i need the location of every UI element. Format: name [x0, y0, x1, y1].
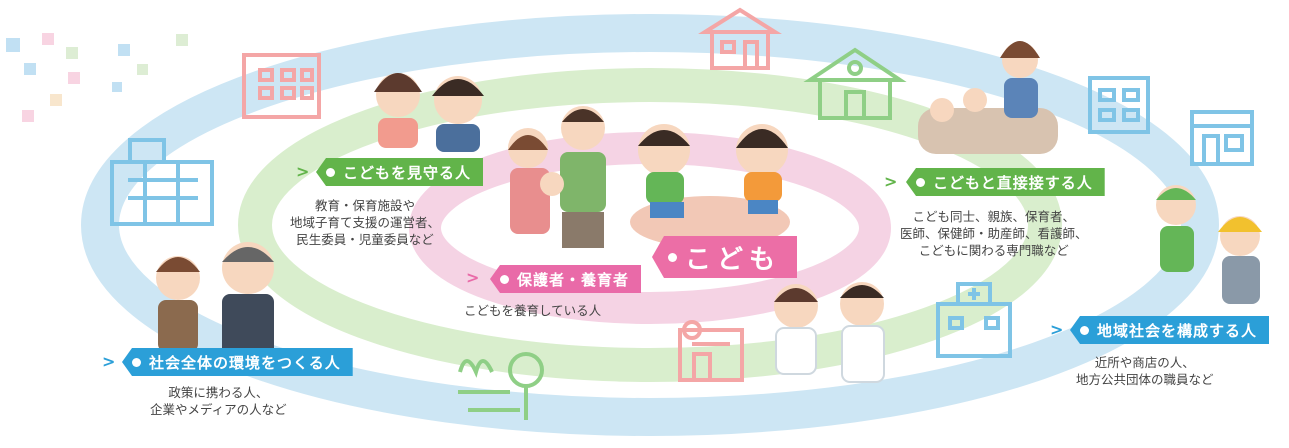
school-building-icon	[110, 138, 214, 226]
doctor-nurse-illustration	[774, 282, 885, 383]
parents-illustration	[508, 106, 606, 248]
office-building-icon	[242, 53, 321, 119]
tag-direct-label: こどもと直接接する人	[933, 173, 1093, 192]
tag-hole	[132, 357, 141, 367]
hospital-icon	[936, 282, 1012, 358]
caregiver-illustration	[918, 41, 1058, 154]
tag-guardian: 保護者・養育者	[490, 265, 642, 293]
community-arrow-icon: >	[1050, 320, 1064, 339]
park-tree-icon	[458, 352, 544, 420]
tag-hole	[1080, 325, 1089, 335]
kindergarten-icon	[803, 47, 907, 120]
business-people-illustration	[156, 73, 484, 356]
pharmacy-icon	[678, 320, 744, 382]
tag-society-label: 社会全体の環境をつくる人	[149, 353, 341, 372]
decor-squares	[6, 33, 188, 122]
desc-community: 近所や商店の人、 地方公共団体の職員など	[1076, 354, 1214, 388]
desc-line: 民生委員・児童委員など	[296, 232, 434, 247]
children-illustration	[630, 124, 790, 248]
desc-guardian: こどもを養育している人	[464, 302, 601, 319]
desc-line: こども同士、親族、保育者、	[912, 209, 1076, 224]
desc-line: 医師、保健師・助産師、看護師、	[900, 226, 1088, 241]
shop-icon	[1190, 110, 1254, 166]
tag-direct: こどもと直接接する人	[906, 168, 1105, 196]
house-icon	[698, 7, 782, 70]
desc-watch: 教育・保育施設や 地域子育て支援の運営者、 民生委員・児童委員など	[290, 197, 440, 248]
outer-ring	[81, 14, 1219, 436]
desc-line: 政策に携わる人、	[168, 385, 269, 400]
tag-society: 社会全体の環境をつくる人	[122, 348, 353, 376]
shopkeeper-worker-illustration	[1156, 185, 1262, 304]
tag-community: 地域社会を構成する人	[1070, 316, 1270, 344]
tag-community-label: 地域社会を構成する人	[1097, 321, 1258, 340]
desc-direct: こども同士、親族、保育者、 医師、保健師・助産師、看護師、 こどもに関わる専門職…	[900, 208, 1088, 259]
guardian-arrow-icon: >	[466, 268, 480, 287]
desc-line: 教育・保育施設や	[315, 198, 416, 213]
desc-line: 近所や商店の人、	[1094, 355, 1195, 370]
desc-line: 地域子育て支援の運営者、	[290, 215, 441, 230]
watch-arrow-icon: >	[296, 162, 310, 181]
desc-line: 企業やメディアの人など	[150, 402, 287, 417]
tag-watch-label: こどもを見守る人	[343, 163, 472, 182]
desc-society: 政策に携わる人、 企業やメディアの人など	[150, 384, 287, 418]
desc-line: 地方公共団体の職員など	[1076, 372, 1214, 387]
desc-line: こどもを養育している人	[464, 303, 602, 318]
tag-watch: こどもを見守る人	[316, 158, 484, 186]
tag-guardian-label: 保護者・養育者	[517, 270, 630, 289]
tag-hole	[668, 252, 677, 262]
tag-hole	[326, 167, 335, 177]
society-arrow-icon: >	[102, 352, 116, 371]
tag-hole	[500, 274, 509, 284]
tag-hole	[916, 177, 925, 187]
center-label: こども	[685, 244, 782, 275]
desc-line: こどもに関わる専門職など	[918, 243, 1069, 258]
direct-arrow-icon: >	[884, 172, 898, 191]
center-tag: こども	[652, 236, 798, 278]
apartment-icon	[1088, 76, 1150, 134]
middle-ring	[238, 68, 1062, 382]
